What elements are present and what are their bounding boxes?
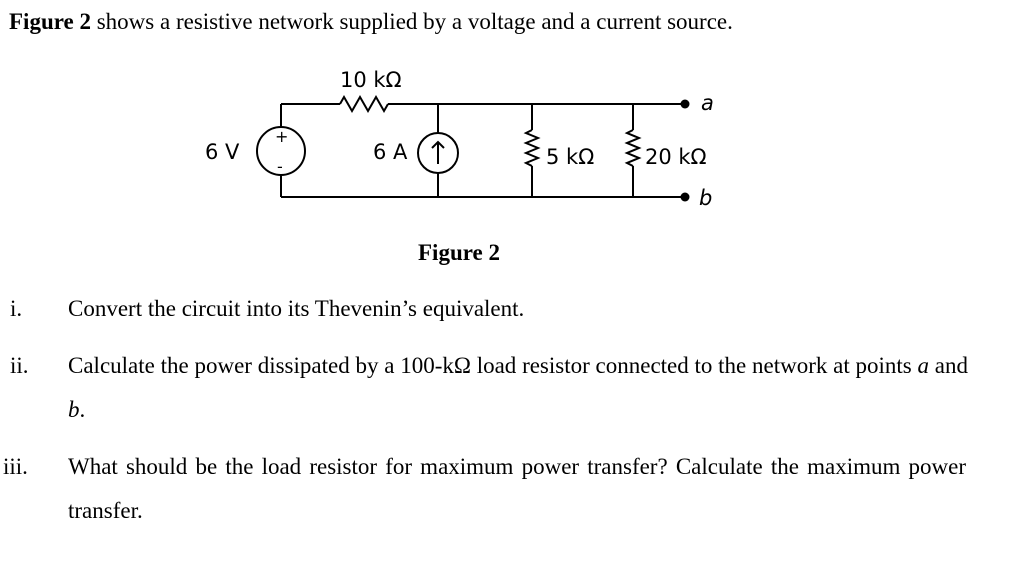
circuit-diagram: 10 kΩ 6 V + - 6 A 5 kΩ 20 kΩ a b bbox=[205, 68, 714, 210]
label-5k: 5 kΩ bbox=[546, 145, 594, 169]
voltage-source-symbol bbox=[256, 126, 306, 176]
resistor-10k bbox=[339, 94, 389, 114]
figure-reference: Figure 2 bbox=[9, 9, 91, 34]
question-number: ii. bbox=[10, 353, 29, 378]
intro-sentence: Figure 2 shows a resistive network suppl… bbox=[9, 9, 733, 35]
terminal-a-dot bbox=[680, 99, 690, 109]
label-6a: 6 A bbox=[373, 140, 408, 164]
label-terminal-b: b bbox=[699, 186, 712, 210]
resistor-5k bbox=[523, 129, 541, 167]
question-number: iii. bbox=[3, 454, 28, 479]
variable-b: b bbox=[68, 397, 80, 422]
variable-a: a bbox=[917, 353, 930, 378]
question-number: i. bbox=[10, 296, 23, 321]
question-i: i. Convert the circuit into its Thevenin… bbox=[10, 287, 970, 331]
question-text: Convert the circuit into its Thevenin’s … bbox=[68, 296, 525, 321]
question-text-part: . bbox=[79, 397, 86, 422]
label-terminal-a: a bbox=[701, 91, 714, 115]
minus-sign: - bbox=[277, 157, 283, 176]
question-text-part: Calculate the power dissipated by a 100-… bbox=[68, 353, 918, 378]
question-ii: ii. Calculate the power dissipated by a … bbox=[10, 344, 970, 434]
question-text: What should be the load resistor for max… bbox=[68, 454, 966, 523]
intro-text: shows a resistive network supplied by a … bbox=[90, 9, 733, 34]
terminal-b-dot bbox=[680, 192, 690, 202]
plus-sign: + bbox=[275, 127, 288, 146]
label-6v: 6 V bbox=[205, 140, 240, 164]
arrow-up-icon bbox=[431, 140, 445, 164]
question-text: Calculate the power dissipated by a 100-… bbox=[68, 344, 968, 432]
label-20k: 20 kΩ bbox=[645, 145, 707, 169]
question-iii: iii. What should be the load resistor fo… bbox=[3, 445, 970, 535]
resistor-20k bbox=[624, 129, 642, 167]
current-source-symbol bbox=[417, 132, 459, 174]
figure-caption: Figure 2 bbox=[418, 240, 500, 265]
label-10k: 10 kΩ bbox=[340, 68, 402, 92]
question-text-part: and bbox=[929, 353, 968, 378]
